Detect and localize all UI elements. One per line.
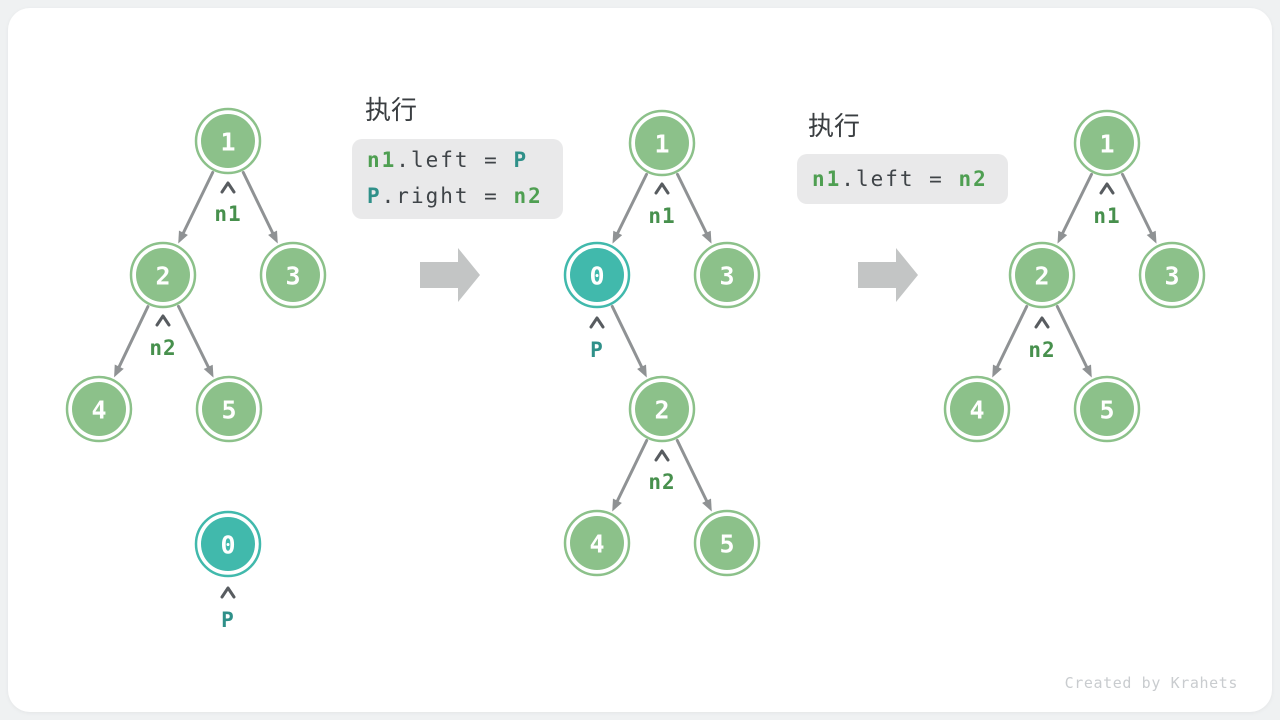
tree-node-5: 5	[195, 375, 263, 443]
code-block-2: 执行 n1.left = n2	[797, 110, 1008, 204]
edge-1-to-0	[612, 172, 648, 244]
node-value: 1	[654, 130, 669, 159]
node-value: 4	[91, 396, 106, 425]
tree-node-2: 2	[1008, 241, 1076, 309]
code-line-1: n1.left = P	[367, 142, 543, 178]
tree-node-2: 2	[628, 375, 696, 443]
tree-node-0-detached: 0	[194, 510, 262, 578]
pointer-caret-n2	[1034, 316, 1050, 329]
tree-node-5: 5	[1073, 375, 1141, 443]
edge-1-to-3	[1121, 172, 1157, 244]
node-value: 5	[221, 396, 236, 425]
pointer-caret-p	[220, 586, 236, 599]
edge-1-to-2	[1057, 172, 1093, 244]
tree-node-2: 2	[129, 241, 197, 309]
code-line-1: n1.left = n2	[812, 158, 988, 200]
node-value: 2	[155, 262, 170, 291]
edge-1-to-3	[241, 171, 278, 244]
edge-1-to-3	[676, 172, 712, 244]
code-block-1: 执行 n1.left = P P.right = n2	[352, 94, 563, 219]
pointer-caret-n2	[155, 314, 171, 327]
pointer-label-n2: n2	[648, 470, 675, 494]
code-line-2: P.right = n2	[367, 178, 543, 214]
pointer-label-p: P	[590, 338, 604, 362]
tree-node-1: 1	[1073, 109, 1141, 177]
node-value: 3	[719, 262, 734, 291]
node-value: 2	[654, 396, 669, 425]
pointer-label-n1: n1	[648, 204, 675, 228]
tree-right: 1 2 3 4 5 n1 n2	[943, 109, 1206, 443]
code-token-p: P	[513, 148, 529, 172]
edge-0-to-2	[610, 305, 647, 378]
node-value: 0	[220, 531, 235, 560]
code-token-n1: n1	[812, 167, 842, 191]
tree-node-5: 5	[693, 509, 761, 577]
edge-1-to-2	[178, 171, 215, 244]
pointer-label-p: P	[221, 608, 235, 632]
node-value: 5	[1099, 396, 1114, 425]
node-value: 4	[589, 530, 604, 559]
tree-node-0-inserted: 0	[563, 241, 631, 309]
execute-heading: 执行	[808, 111, 861, 141]
code-token-n2: n2	[958, 167, 988, 191]
pointer-caret-n1	[654, 182, 670, 195]
pointer-label-n1: n1	[1093, 204, 1120, 228]
edge-2-to-5	[1055, 305, 1092, 378]
tree-node-3: 3	[693, 241, 761, 309]
edge-2-to-4	[992, 305, 1029, 378]
edge-2-to-4	[612, 439, 649, 512]
node-value: 2	[1034, 262, 1049, 291]
execute-heading: 执行	[365, 95, 418, 125]
tree-node-1: 1	[194, 107, 262, 175]
tree-node-3: 3	[1138, 241, 1206, 309]
code-snippet: n1.left = n2	[797, 154, 1008, 204]
tree-node-4: 4	[65, 375, 133, 443]
node-value: 0	[589, 262, 604, 291]
code-token-n2: n2	[513, 184, 543, 208]
edge-2-to-4	[114, 305, 150, 378]
node-value: 4	[969, 396, 984, 425]
pointer-label-n2: n2	[149, 336, 176, 360]
code-snippet: n1.left = P P.right = n2	[352, 139, 563, 219]
code-token-n1: n1	[367, 148, 397, 172]
edge-2-to-5	[675, 439, 712, 512]
pointer-label-n1: n1	[214, 202, 241, 226]
code-token-plain: .right =	[381, 184, 514, 208]
tree-node-4: 4	[563, 509, 631, 577]
watermark-credit: Created by Krahets	[1064, 674, 1238, 692]
tree-node-1: 1	[628, 109, 696, 177]
pointer-label-n2: n2	[1028, 338, 1055, 362]
code-token-p: P	[367, 184, 382, 208]
edge-2-to-5	[177, 304, 214, 378]
node-value: 3	[285, 262, 300, 291]
pointer-caret-p	[589, 316, 605, 329]
tree-middle: 1 0 3 2 4 5 n1 P	[563, 109, 761, 577]
pointer-caret-n1	[1099, 182, 1115, 195]
tree-node-4: 4	[943, 375, 1011, 443]
flow-arrow-icon	[420, 248, 480, 302]
tree-left: 1 2 3 4 5 0 n1 n2	[65, 107, 327, 632]
tree-node-3: 3	[259, 241, 327, 309]
node-value: 1	[1099, 130, 1114, 159]
pointer-caret-n1	[220, 181, 236, 194]
code-token-plain: .left =	[396, 148, 514, 172]
node-value: 5	[719, 530, 734, 559]
code-token-plain: .left =	[841, 167, 959, 191]
node-value: 1	[220, 128, 235, 157]
pointer-caret-n2	[654, 449, 670, 462]
node-value: 3	[1164, 262, 1179, 291]
flow-arrow-icon	[858, 248, 918, 302]
